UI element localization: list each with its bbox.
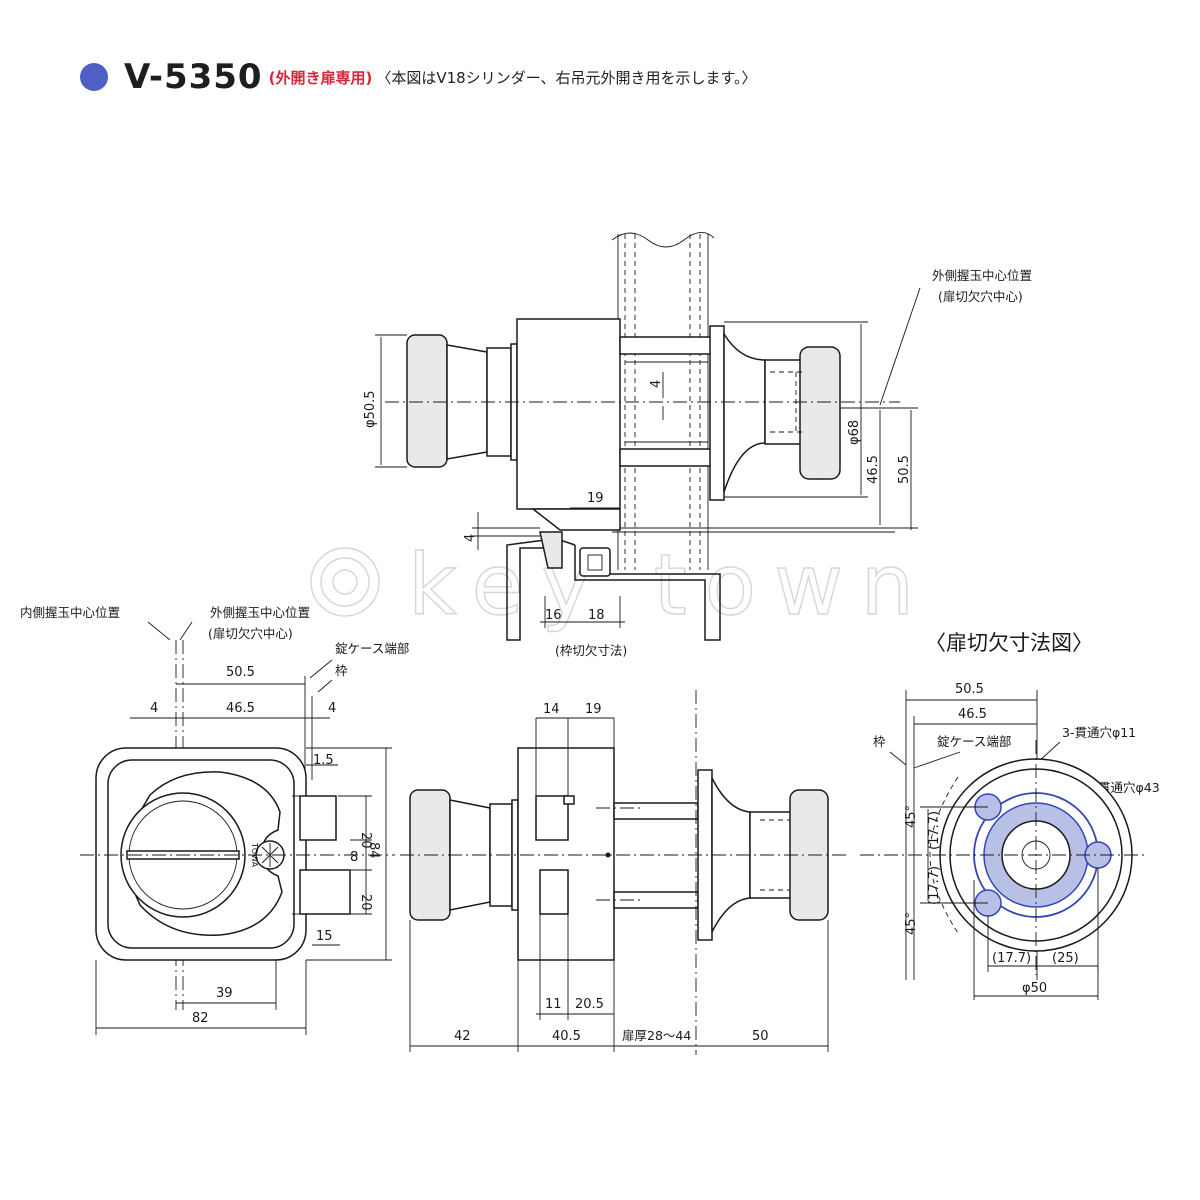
dim-1-5: 1.5 xyxy=(313,753,334,768)
dim-20b: 20 xyxy=(358,894,373,911)
angle-45-top: 45° xyxy=(904,805,919,828)
holes-label: 3-貫通穴φ11 xyxy=(1062,725,1136,740)
door-type-note: (外開き扉専用) xyxy=(268,68,373,87)
dim-15: 15 xyxy=(316,929,333,944)
dim-50-side: 50 xyxy=(752,1029,769,1044)
through-hole-label: 貫通穴φ43 xyxy=(1098,780,1160,795)
dim-17-7-lower: (17.7) xyxy=(927,866,942,905)
drawing-note: 〈本図はV18シリンダー、右吊元外開き用を示します。〉 xyxy=(376,68,757,87)
dim-50-5-front: 50.5 xyxy=(226,665,255,680)
dim-4-front-right: 4 xyxy=(328,701,336,716)
dim-4-front-left: 4 xyxy=(150,701,158,716)
dim-knob-diameter: φ50.5 xyxy=(363,390,378,428)
dim-46-5-cut: 46.5 xyxy=(958,707,987,722)
dim-14: 14 xyxy=(543,702,560,717)
door-thickness-label: 扉厚28～44 xyxy=(622,1028,691,1043)
watermark: key town xyxy=(310,535,932,635)
dim-17-7-h: (17.7) xyxy=(992,951,1031,966)
side-lock-case xyxy=(517,747,615,961)
dim-50-5-cut: 50.5 xyxy=(955,682,984,697)
dim-offset-4: 4 xyxy=(649,380,664,388)
dim-84: 84 xyxy=(366,842,381,859)
dim-20a: 20 xyxy=(358,832,373,849)
dim-18: 18 xyxy=(588,608,605,623)
front-view: 内側握玉中心位置 外側握玉中心位置 (扉切欠穴中心) 錠ケース端部 枠 50.5… xyxy=(20,605,409,1035)
dim-phi-50: φ50 xyxy=(1022,981,1047,996)
watermark-text: key town xyxy=(408,536,932,634)
dim-25: (25) xyxy=(1052,951,1079,966)
dim-46-5-top: 46.5 xyxy=(866,455,881,484)
cut-case-end-label: 錠ケース端部 xyxy=(937,734,1011,749)
dim-82: 82 xyxy=(192,1011,209,1026)
dim-17-7-upper: (17.7) xyxy=(927,811,942,850)
dim-19-top: 19 xyxy=(587,491,604,506)
inner-knob-center-label: 内側握玉中心位置 xyxy=(20,605,120,620)
dim-39: 39 xyxy=(216,986,233,1001)
outer-knob xyxy=(799,346,841,480)
dim-8: 8 xyxy=(350,850,358,865)
outer-knob-center-label-front: 外側握玉中心位置 xyxy=(210,605,310,620)
dim-46-5-front: 46.5 xyxy=(226,701,255,716)
dim-16: 16 xyxy=(545,608,562,623)
dim-19-side: 19 xyxy=(585,702,602,717)
frame-cut-label: (枠切欠寸法) xyxy=(555,643,627,658)
outer-knob-center-label: 外側握玉中心位置 xyxy=(932,268,1032,283)
model-number: V-5350 xyxy=(124,57,263,97)
dim-11: 11 xyxy=(545,997,562,1012)
door-cut-title: 〈扉切欠寸法図〉 xyxy=(925,631,1093,655)
dim-rose-diameter: φ68 xyxy=(847,420,862,445)
page-header: V-5350 (外開き扉専用) 〈本図はV18シリンダー、右吊元外開き用を示しま… xyxy=(80,52,757,102)
lock-case xyxy=(516,318,621,510)
dim-42: 42 xyxy=(454,1029,471,1044)
top-view: φ50.5 φ68 46.5 50.5 4 19 4 16 18 (枠切欠寸法) xyxy=(363,232,1032,658)
dim-4-left: 4 xyxy=(463,534,478,542)
door-cut-view: 〈扉切欠寸法図〉 50.5 46.5 枠 錠ケース端部 3-貫通穴φ11 貫通穴… xyxy=(860,631,1160,1000)
outer-knob-center-sub-front: (扉切欠穴中心) xyxy=(208,626,293,641)
case-end-label: 錠ケース端部 xyxy=(335,641,409,656)
dim-40-5: 40.5 xyxy=(552,1029,581,1044)
side-view: 14 19 11 20.5 42 40.5 扉厚28～44 50 xyxy=(400,690,850,1055)
angle-45-bottom: 45° xyxy=(904,912,919,935)
outer-knob-center-sub: (扉切欠穴中心) xyxy=(938,289,1023,304)
dim-20-5: 20.5 xyxy=(575,997,604,1012)
frame-label: 枠 xyxy=(335,663,348,678)
bullet-icon xyxy=(80,63,108,91)
inner-knob xyxy=(406,334,448,468)
cut-frame-label: 枠 xyxy=(873,734,886,749)
dim-50-5-top: 50.5 xyxy=(897,455,912,484)
